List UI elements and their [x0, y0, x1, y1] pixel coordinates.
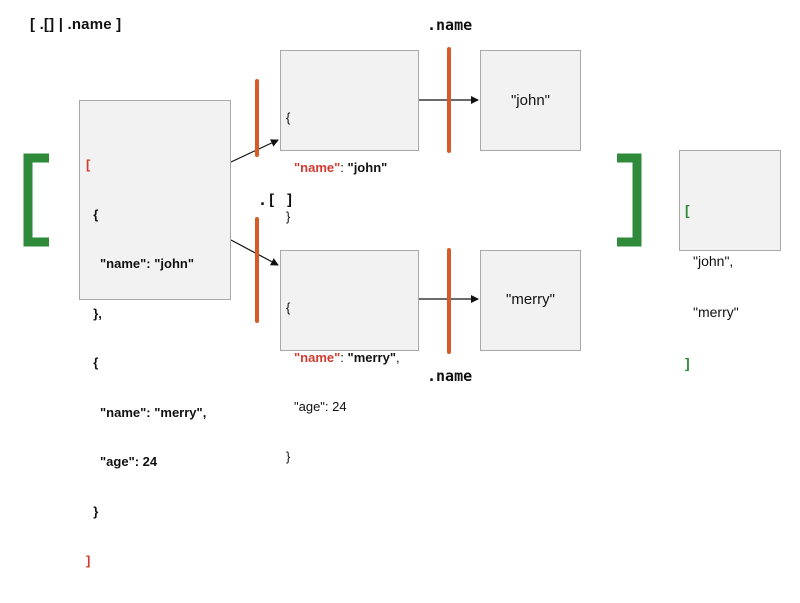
- output-array-box: [ "john", "merry" ]: [679, 150, 781, 371]
- output-open-bracket: [: [685, 202, 690, 218]
- bottom-element-close-brace: }: [286, 448, 291, 464]
- bottom-element-age-line: "age": 24: [294, 399, 347, 414]
- output-item-merry: "merry": [693, 304, 739, 320]
- bottom-result-box: "merry": [480, 250, 581, 351]
- bottom-element-key: "name": [294, 349, 341, 365]
- bottom-result-value: "merry": [506, 291, 555, 308]
- top-element-value: "john": [347, 159, 388, 175]
- bottom-element-name-line: "name": "merry",: [294, 349, 400, 365]
- top-element-key: "name": [294, 159, 341, 175]
- filter-title: [ .[] | .name ]: [30, 16, 122, 33]
- pipe-bar-bottom-right: [447, 248, 451, 354]
- top-element-open-brace: {: [286, 110, 291, 125]
- pipe-bar-bottom-left: [255, 217, 259, 323]
- input-open-bracket: [: [86, 157, 91, 172]
- collect-open-bracket-icon: [23, 153, 49, 247]
- arrow-to-top-element: [230, 139, 279, 163]
- pipe-bar-top-right: [447, 47, 451, 153]
- bottom-element-box: { "name": "merry", "age": 24 }: [280, 250, 419, 464]
- pipe-bar-top-left: [255, 79, 259, 157]
- top-element-box: { "name": "john" }: [280, 50, 419, 224]
- arrow-to-bottom-element: [230, 239, 279, 266]
- input-obj2-open: {: [86, 355, 99, 370]
- iterate-filter-label: .[ ]: [258, 191, 295, 209]
- input-obj1-name: "name": "john": [100, 256, 194, 271]
- output-item-john: "john",: [693, 253, 734, 269]
- input-close-bracket: ]: [86, 553, 91, 568]
- top-element-name-line: "name": "john": [294, 159, 388, 175]
- top-result-value: "john": [510, 92, 550, 109]
- output-close-bracket: ]: [685, 355, 690, 371]
- collect-close-bracket-icon: [617, 153, 642, 247]
- bottom-element-value: "merry": [347, 349, 396, 365]
- top-result-box: "john": [480, 50, 581, 151]
- bottom-name-filter-label: .name: [427, 367, 473, 385]
- input-obj2-name: "name": "merry",: [100, 404, 207, 420]
- input-obj2-close: }: [86, 503, 99, 519]
- top-name-filter-label: .name: [427, 16, 473, 34]
- input-obj1-open: {: [86, 206, 99, 222]
- bottom-element-open-brace: {: [286, 300, 291, 315]
- input-obj1-close: },: [86, 305, 102, 321]
- input-obj2-age: "age": 24: [100, 454, 158, 469]
- input-array-box: [ { "name": "john" }, { "name": "merry",…: [79, 100, 231, 568]
- top-element-close-brace: }: [286, 209, 291, 224]
